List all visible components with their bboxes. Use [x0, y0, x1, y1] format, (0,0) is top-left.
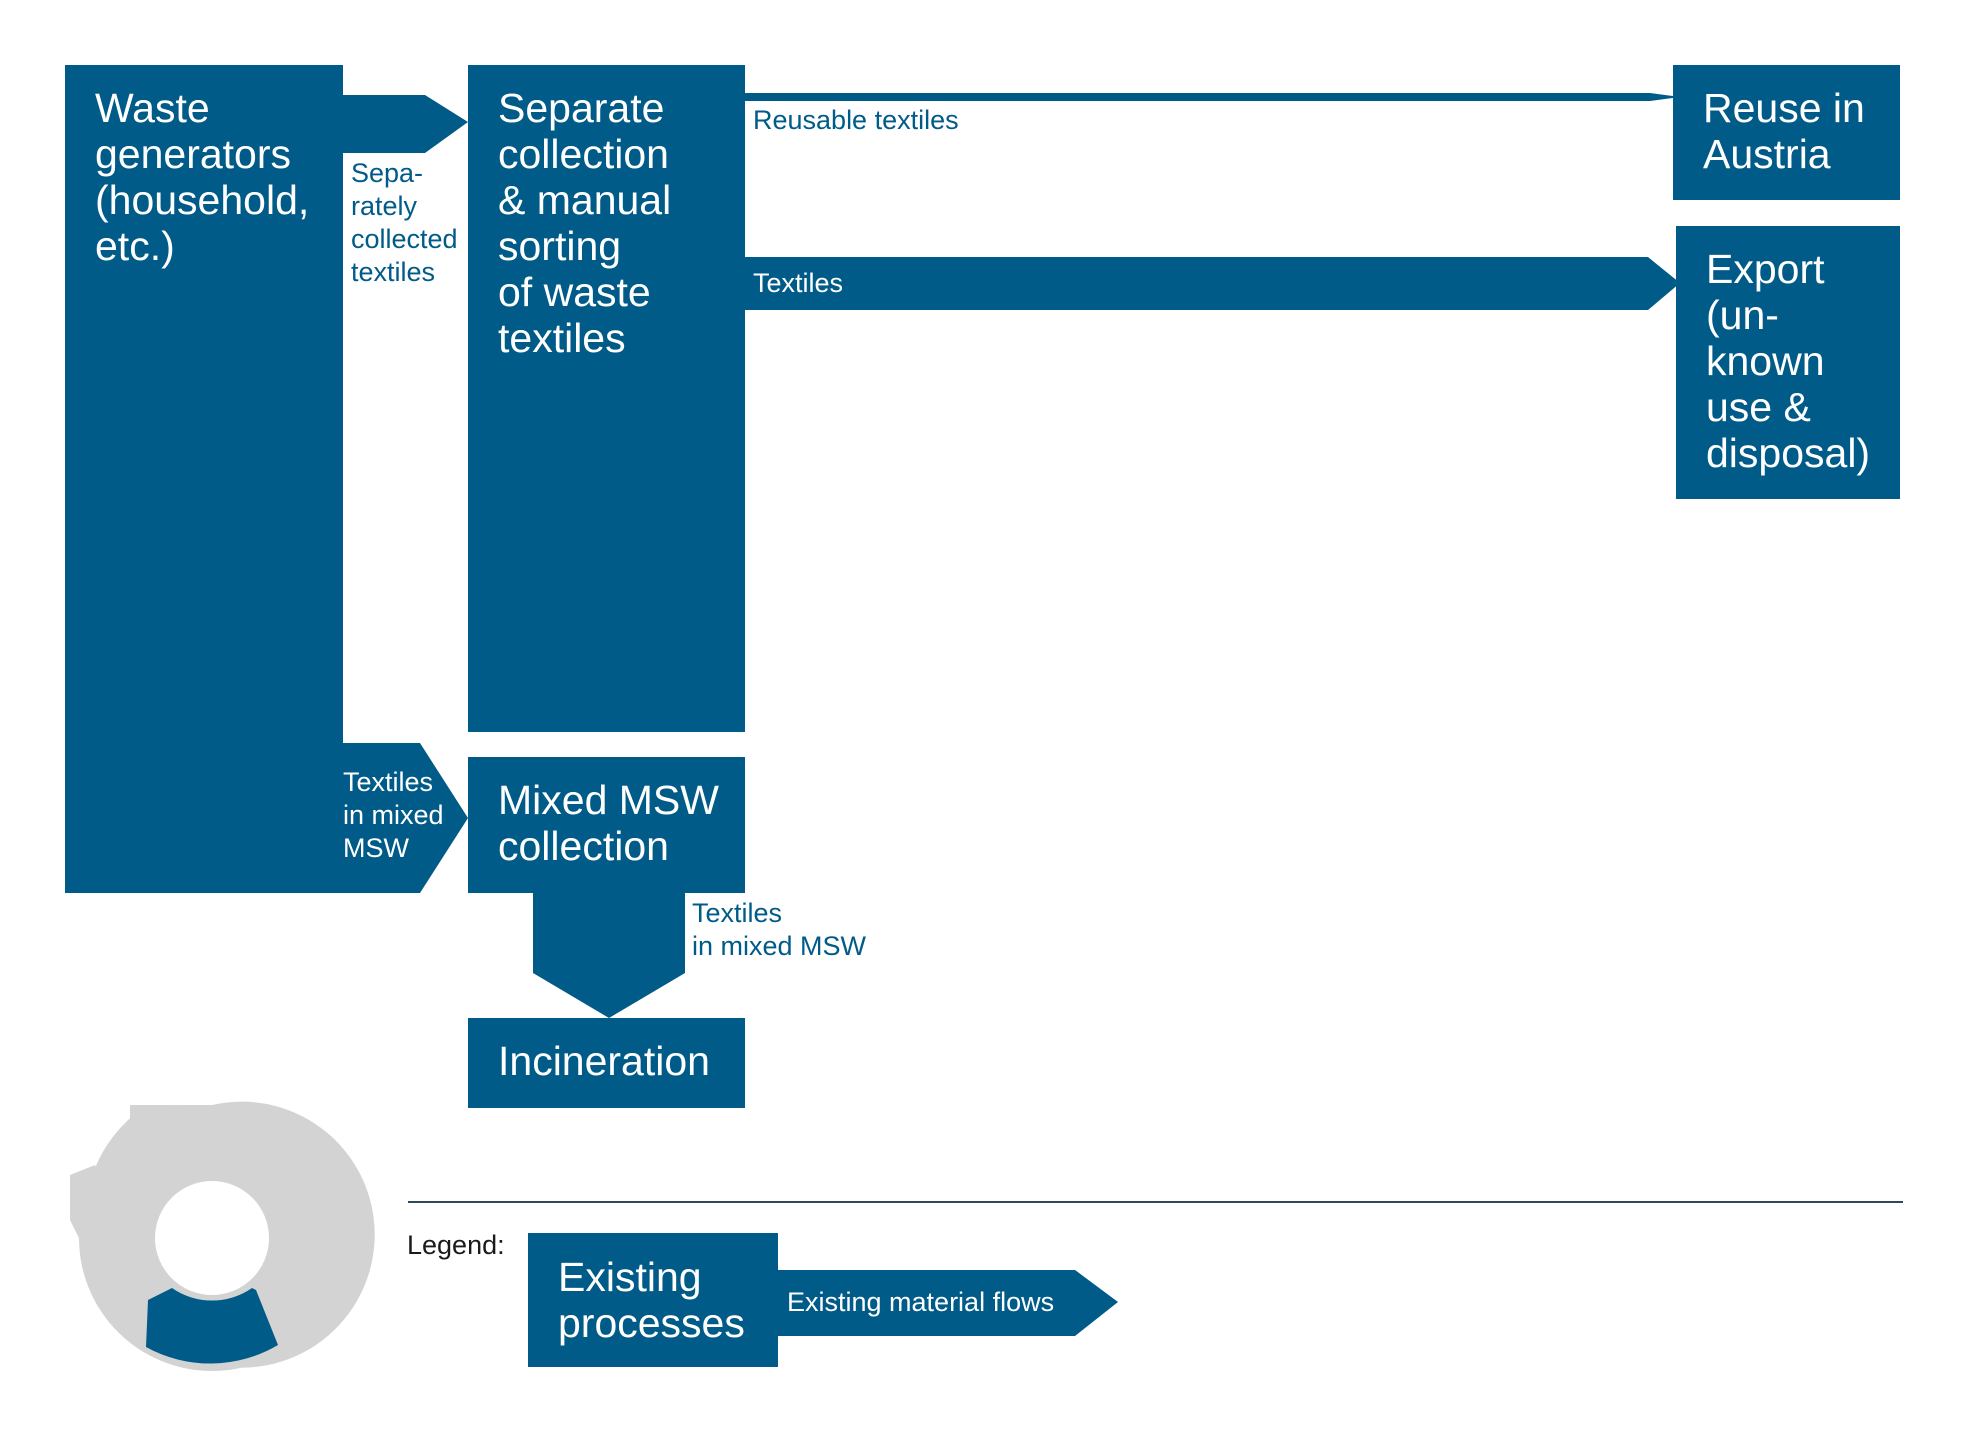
process-separate-collection: Separate collection & manual sorting of … [468, 65, 745, 732]
process-incineration: Incineration [468, 1018, 745, 1108]
process-incineration-label: Incineration [498, 1038, 710, 1084]
flow-label-reusable-textiles: Reusable textiles [753, 105, 959, 135]
process-reuse-austria: Reuse in Austria [1673, 65, 1900, 200]
flow-arrow-textiles-export [745, 257, 1680, 310]
process-mixed-msw-collection-label: Mixed MSW collection [498, 777, 719, 869]
legend-process-box: Existing processes [528, 1233, 778, 1367]
process-mixed-msw-collection: Mixed MSW collection [468, 757, 745, 893]
circular-economy-logo-icon [70, 1101, 375, 1371]
flow-arrow-reusable-textiles [745, 93, 1680, 101]
legend-title: Legend: [407, 1230, 505, 1260]
flow-arrow-separately-collected [343, 95, 468, 153]
flow-label-textiles: Textiles [753, 268, 844, 298]
legend-flow-arrow [778, 1270, 1118, 1336]
flow-arrow-textiles-mixed-msw-1 [343, 743, 468, 893]
process-export: Export (un- known use & disposal) [1676, 226, 1900, 499]
flow-label-textiles-mixed-msw-2: Textiles in mixed MSW [692, 898, 867, 961]
legend-flow-label: Existing material flows [787, 1287, 1055, 1317]
process-separate-collection-label: Separate collection & manual sorting of … [498, 85, 672, 361]
flow-label-textiles-mixed-msw-1: Textiles in mixed MSW [343, 767, 444, 863]
legend-process-label: Existing processes [558, 1254, 745, 1346]
process-export-label: Export (un- known use & disposal) [1706, 246, 1871, 476]
process-reuse-austria-label: Reuse in Austria [1703, 85, 1865, 177]
flow-label-separately-collected: Sepa- rately collected textiles [351, 158, 458, 287]
process-waste-generators-label: Waste generators (household, etc.) [95, 85, 310, 269]
process-waste-generators: Waste generators (household, etc.) [65, 65, 343, 893]
flow-arrow-textiles-mixed-msw-2 [533, 893, 685, 1018]
